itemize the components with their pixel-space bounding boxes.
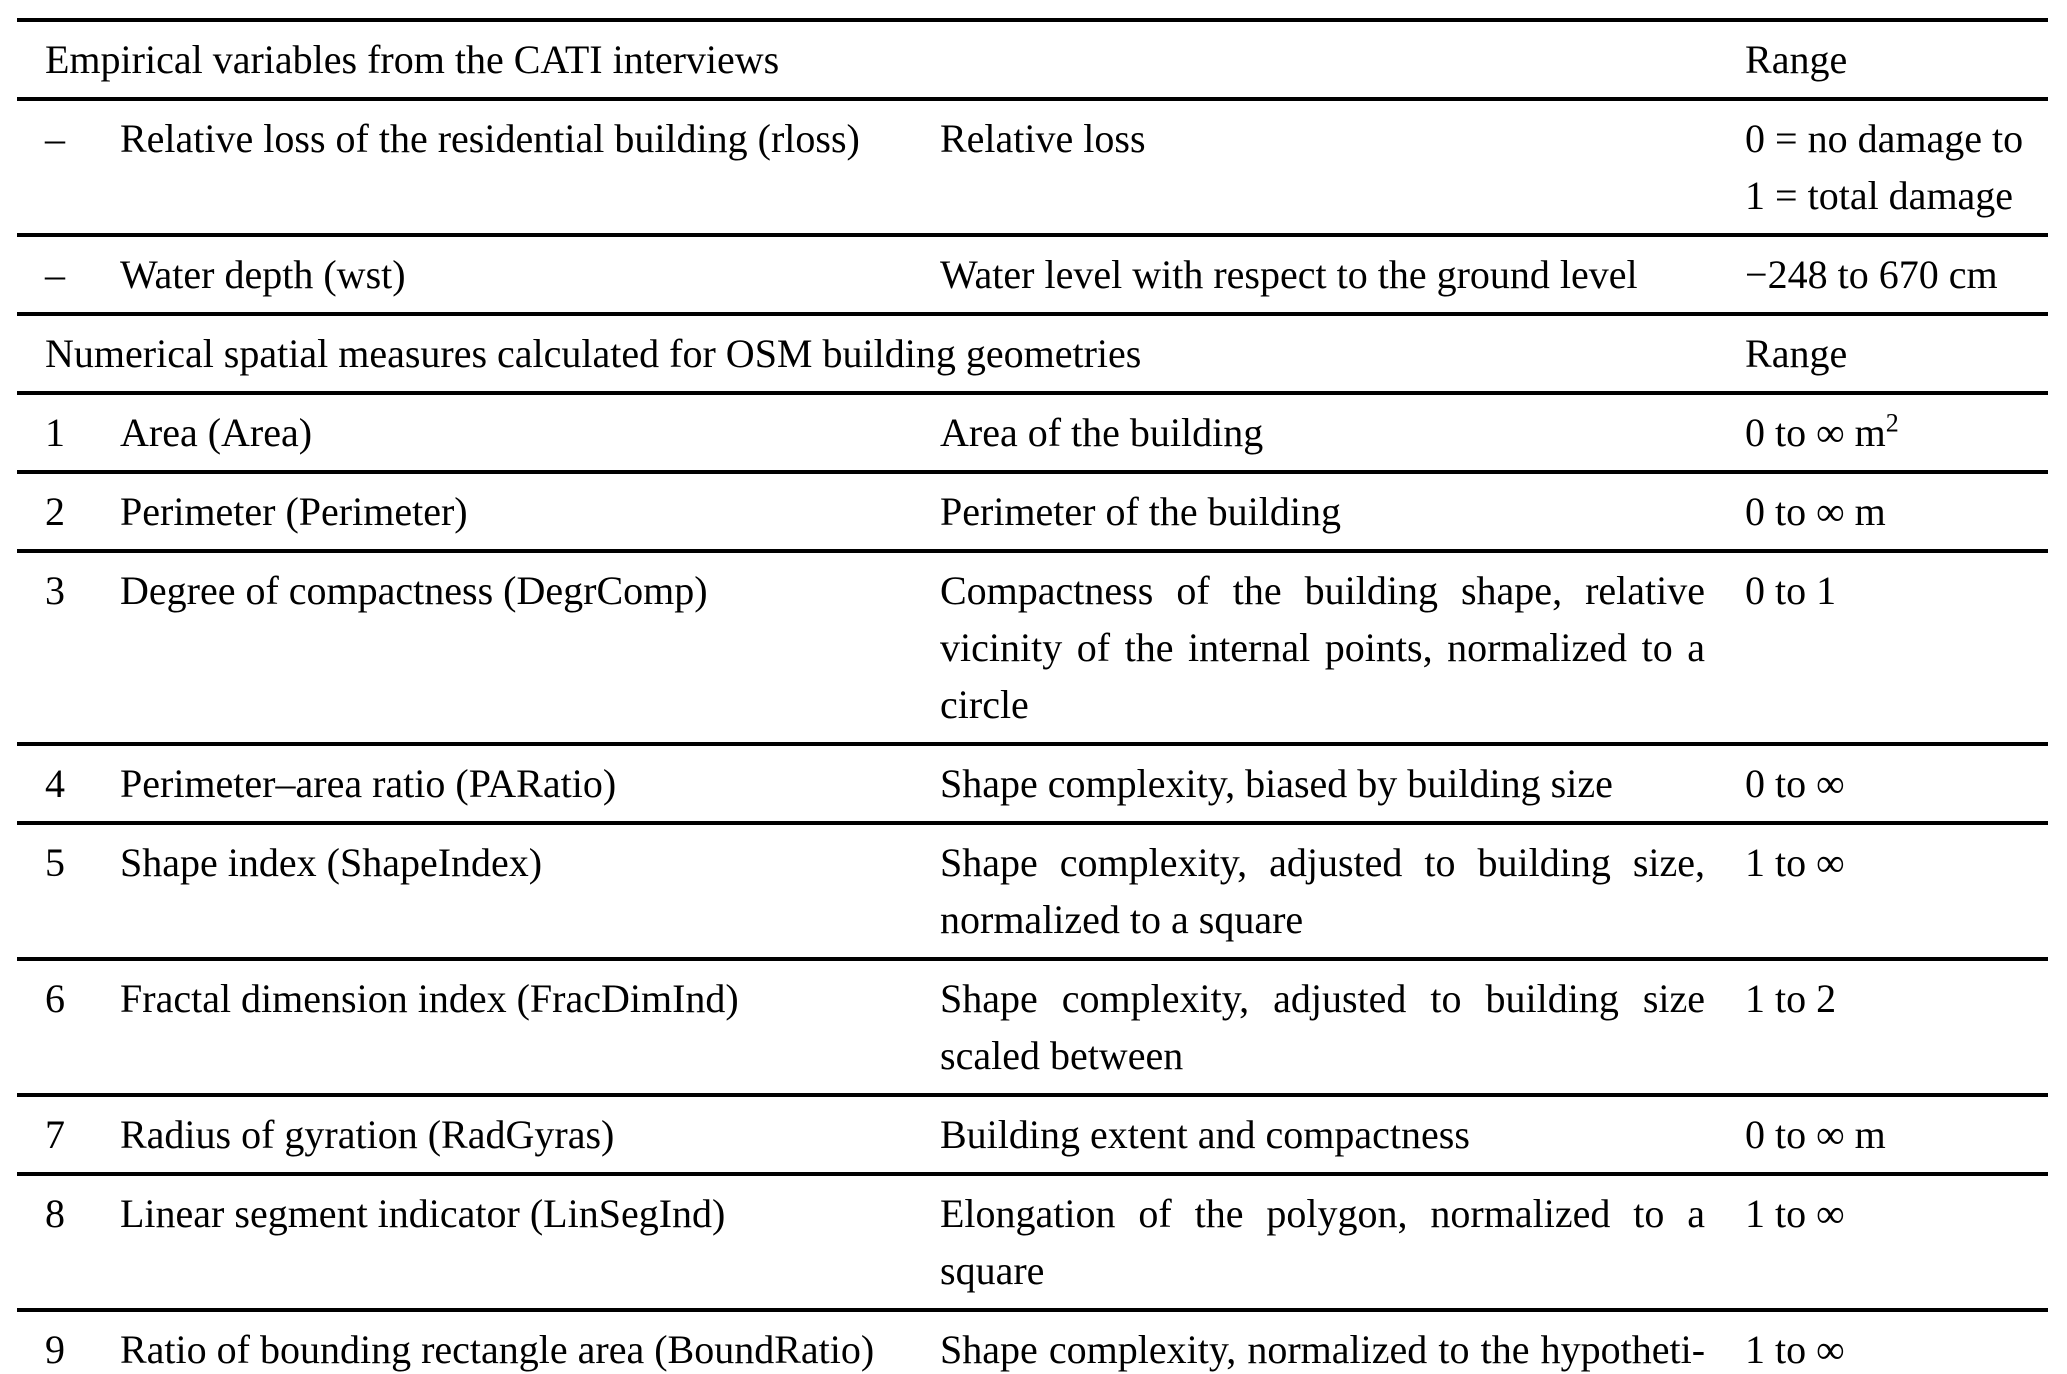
table-row: – Water depth (wst) Water level with respe… [17, 235, 2049, 314]
range-value: 1 to ∞ [1745, 1191, 1845, 1236]
variable-name: Perimeter–area ratio (PARatio) [120, 761, 617, 806]
range-value: 0 to ∞ m [1745, 1112, 1886, 1157]
range-value: −248 to 670 cm [1745, 252, 1998, 297]
table-row: 5 Shape index (ShapeIndex) Shape complexit… [17, 823, 2049, 959]
row-index: 3 [45, 568, 65, 613]
variable-name: Linear segment indicator (LinSegInd) [120, 1191, 726, 1236]
variable-name: Perimeter (Perimeter) [120, 489, 468, 534]
variable-description: Compactness of the building shape, relat… [940, 568, 1706, 727]
table-row: 9 Ratio of bounding rectangle area (Bound… [17, 1310, 2049, 1374]
variable-range: 0 to ∞ m2 [1745, 393, 2048, 472]
variable-range: 0 to ∞ m [1745, 1095, 2048, 1174]
variable-description: Water level with respect to the ground l… [940, 252, 1638, 297]
variable-name: Relative loss of the residential buildin… [120, 116, 860, 161]
variable-description: Shape complexity, adjusted to building s… [940, 976, 1706, 1078]
section-title: Empirical variables from the CATI interv… [45, 37, 780, 82]
range-value: 0 = no damage to 1 = total damage [1745, 116, 2024, 218]
variables-table: Empirical variables from the CATI interv… [17, 18, 2049, 1374]
range-value: 0 to ∞ [1745, 761, 1845, 806]
variable-name: Area (Area) [120, 410, 313, 455]
row-index: 6 [45, 976, 65, 1021]
table-row: 8 Linear segment indicator (LinSegInd) Elo… [17, 1174, 2049, 1310]
row-index: – [45, 252, 65, 297]
range-column-header: Range [1745, 37, 1848, 82]
range-value: 0 to ∞ m [1745, 489, 1886, 534]
row-index: 2 [45, 489, 65, 534]
row-index: 7 [45, 1112, 65, 1157]
row-index: – [45, 116, 65, 161]
variable-name: Ratio of bounding rectangle area (BoundR… [120, 1327, 875, 1372]
variable-name: Degree of compactness (DegrComp) [120, 568, 708, 613]
range-value: 1 to ∞ [1745, 840, 1845, 885]
variable-range: 0 to 1 [1745, 551, 2048, 744]
variable-description: Building extent and compactness [940, 1112, 1470, 1157]
section-header-row: Numerical spatial measures calculated fo… [17, 314, 2049, 393]
row-index: 4 [45, 761, 65, 806]
variable-description: Perimeter of the building [940, 489, 1342, 534]
table-row: 6 Fractal dimension index (FracDimInd) Sha… [17, 959, 2049, 1095]
range-exponent: 2 [1885, 408, 1899, 438]
range-value: 0 to 1 [1745, 568, 1837, 613]
variable-description: Elongation of the polygon, normalized to… [940, 1191, 1706, 1293]
variable-name: Fractal dimension index (FracDimInd) [120, 976, 739, 1021]
range-value: 1 to ∞ [1745, 1327, 1845, 1372]
variable-name: Radius of gyration (RadGyras) [120, 1112, 615, 1157]
row-index: 5 [45, 840, 65, 885]
table-row: 2 Perimeter (Perimeter) Perimeter of the b… [17, 472, 2049, 551]
variable-range: 0 = no damage to 1 = total damage [1745, 99, 2048, 235]
table-row: 7 Radius of gyration (RadGyras) Building e… [17, 1095, 2049, 1174]
range-value: 1 to 2 [1745, 976, 1837, 1021]
variable-description: Shape complexity, biased by building siz… [940, 761, 1613, 806]
variable-description: Area of the building [940, 410, 1264, 455]
range-value: 0 to ∞ m [1745, 410, 1886, 455]
variable-range: −248 to 670 cm [1745, 235, 2048, 314]
variable-name: Water depth (wst) [120, 252, 406, 297]
table-row: 1 Area (Area) Area of the building 0 to ∞ m… [17, 393, 2049, 472]
table-row: 3 Degree of compactness (DegrComp) Compact… [17, 551, 2049, 744]
table-row: – Relative loss of the residential buildi… [17, 99, 2049, 235]
row-index: 9 [45, 1327, 65, 1372]
variable-range: 1 to ∞ [1745, 1174, 2048, 1310]
row-index: 1 [45, 410, 65, 455]
variable-range: 1 to 2 [1745, 959, 2048, 1095]
section-header-row: Empirical variables from the CATI interv… [17, 20, 2049, 99]
variable-range: 0 to ∞ m [1745, 472, 2048, 551]
section-title: Numerical spatial measures calculated fo… [45, 331, 1142, 376]
variable-range: 1 to ∞ [1745, 1310, 2048, 1374]
row-index: 8 [45, 1191, 65, 1236]
variable-description: Shape complexity, normalized to the hypo… [940, 1327, 1706, 1372]
variable-name: Shape index (ShapeIndex) [120, 840, 543, 885]
variable-description: Relative loss [940, 116, 1146, 161]
variable-description: Shape complexity, adjusted to building s… [940, 840, 1706, 942]
range-column-header: Range [1745, 331, 1848, 376]
table-row: 4 Perimeter–area ratio (PARatio) Shape com… [17, 744, 2049, 823]
variable-range: 1 to ∞ [1745, 823, 2048, 959]
variable-range: 0 to ∞ [1745, 744, 2048, 823]
variables-table-body: Empirical variables from the CATI interv… [17, 20, 2049, 1374]
